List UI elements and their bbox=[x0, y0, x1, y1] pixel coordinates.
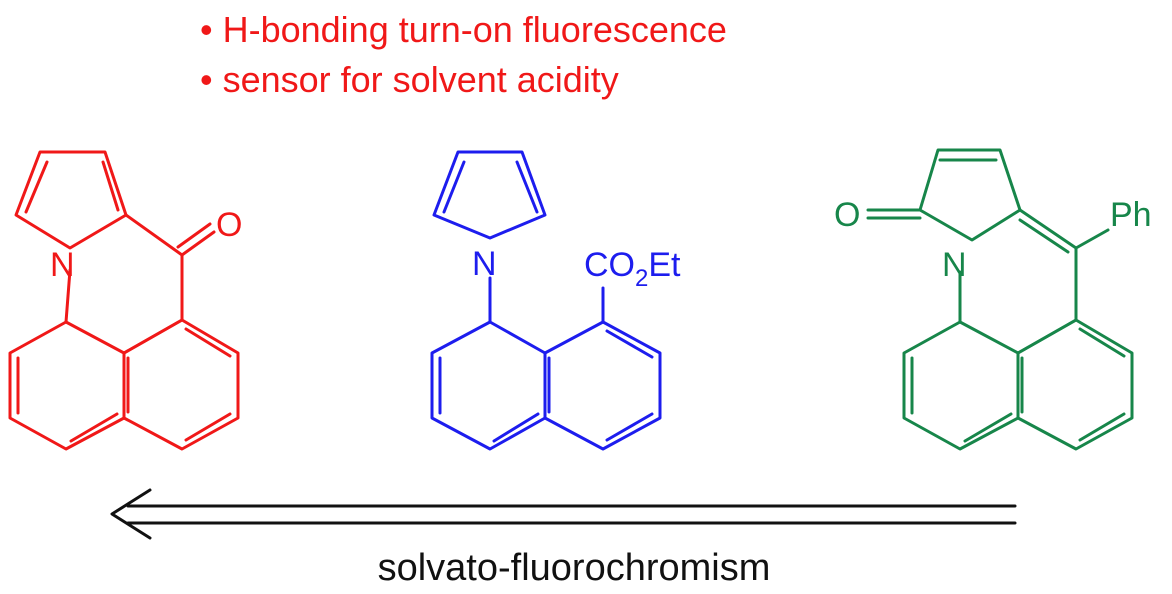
ester-suffix: Et bbox=[648, 246, 681, 284]
bullet-hbonding: • H-bonding turn-on fluorescence bbox=[200, 9, 727, 50]
left-nitrogen-label: N bbox=[50, 246, 75, 284]
middle-nitrogen-label: N bbox=[472, 245, 497, 283]
equilibrium-arrow bbox=[110, 488, 1017, 540]
ester-subscript: 2 bbox=[635, 265, 648, 292]
right-molecule bbox=[866, 148, 1134, 451]
middle-molecule bbox=[430, 150, 662, 451]
right-phenyl-label: Ph bbox=[1110, 196, 1152, 234]
middle-ester-label: CO2Et bbox=[584, 246, 681, 292]
left-oxygen-label: O bbox=[216, 206, 242, 244]
ester-prefix: CO bbox=[584, 246, 635, 284]
right-oxygen-label: O bbox=[834, 196, 860, 234]
bullet-sensor: • sensor for solvent acidity bbox=[200, 59, 619, 100]
right-nitrogen-label: N bbox=[942, 246, 967, 284]
left-molecule bbox=[8, 150, 240, 451]
arrow-caption: solvato-fluorochromism bbox=[378, 547, 771, 589]
